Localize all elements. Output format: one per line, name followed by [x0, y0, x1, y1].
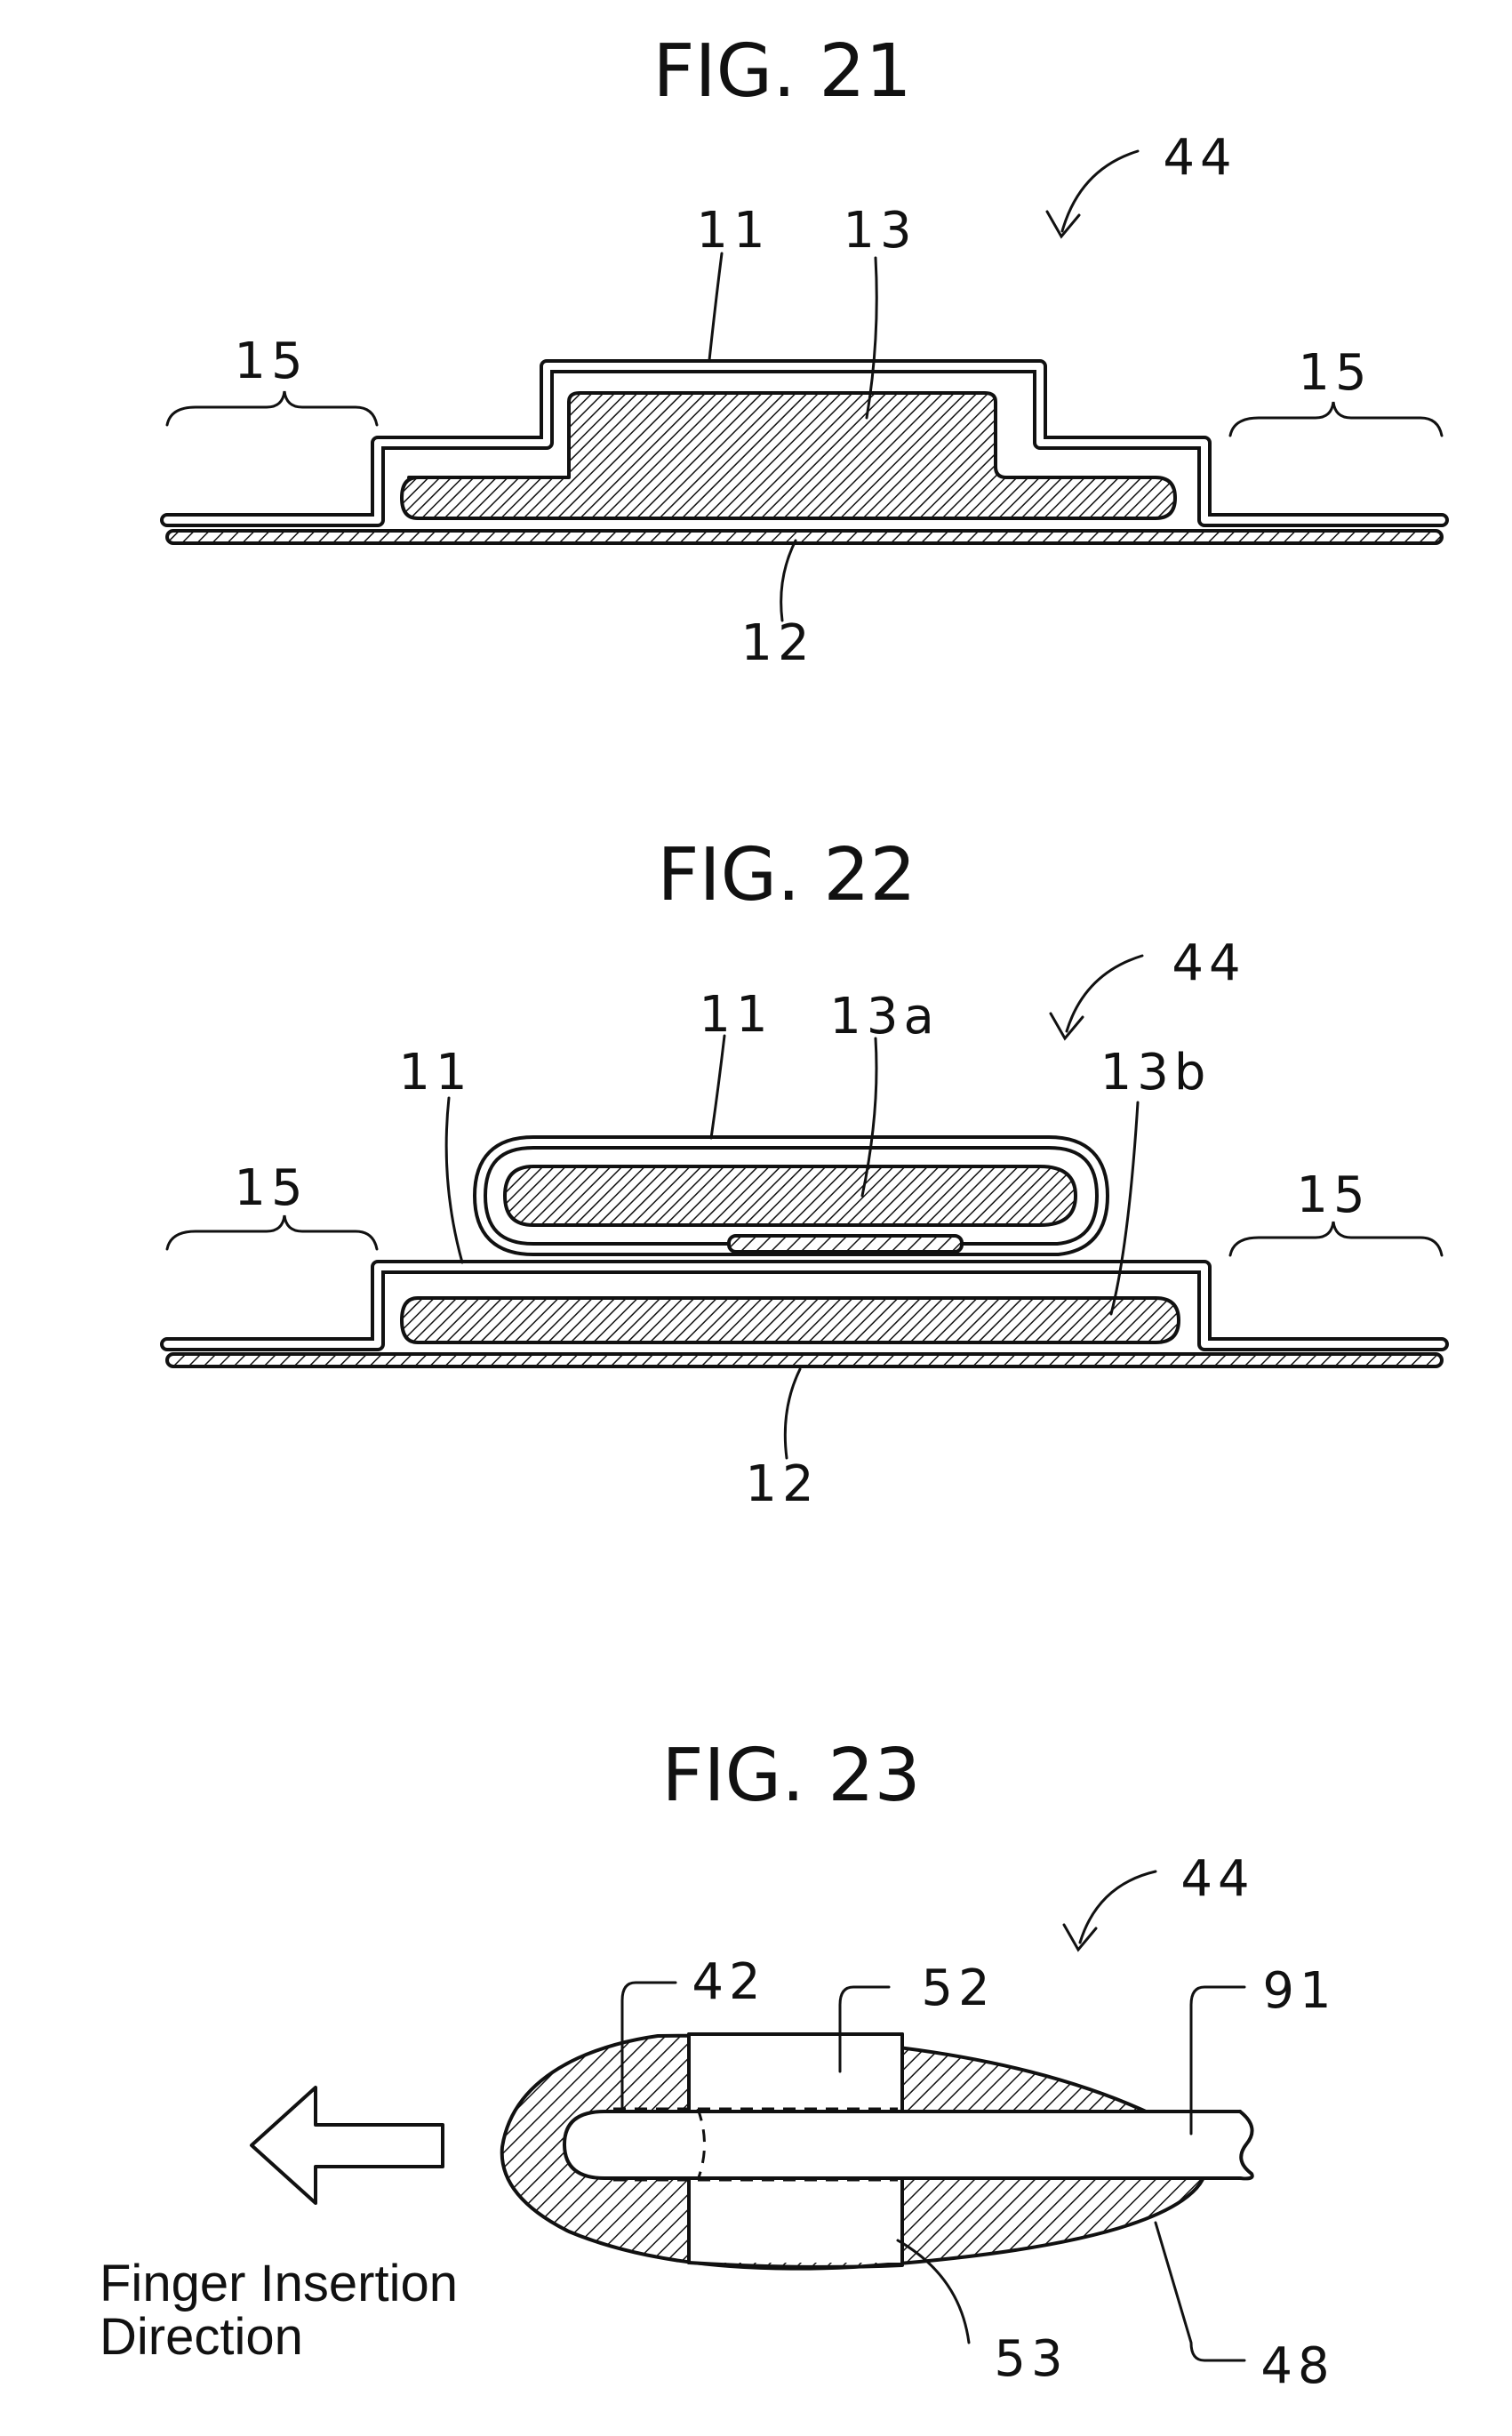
fig21-leader-12: [781, 541, 796, 621]
figure-21: FIG. 21 15 15 11 13 12 44: [167, 29, 1442, 672]
fig22-leader-11-top: [711, 1036, 724, 1138]
fig22-label-44: 44: [1172, 934, 1245, 992]
fig22-arrow-44: [1067, 956, 1142, 1031]
fig21-label-13: 13: [843, 202, 916, 260]
fig22-bracket-right: [1230, 1222, 1442, 1255]
fig21-label-11: 11: [696, 202, 770, 260]
fig22-label-11-left: 11: [398, 1044, 472, 1102]
fig22-bracket-left: [167, 1215, 377, 1249]
fig23-finger-91: [564, 2111, 1247, 2178]
fig21-absorbent-pad: [402, 393, 1175, 518]
fig21-bracket-right: [1230, 402, 1442, 436]
fig22-label-12: 12: [745, 1455, 819, 1513]
fig23-label-42: 42: [692, 1953, 765, 2011]
fig23-label-48: 48: [1260, 2337, 1334, 2395]
fig22-label-15-right: 15: [1296, 1166, 1370, 1224]
fig21-bracket-left: [167, 391, 377, 425]
fig21-label-15-left: 15: [234, 333, 308, 390]
fig23-label-53: 53: [994, 2330, 1068, 2388]
fig21-arrow-44: [1062, 151, 1138, 231]
fig21-bottom-sheet: [167, 531, 1442, 543]
fig23-label-91: 91: [1262, 1962, 1336, 2020]
fig21-label-44: 44: [1163, 129, 1236, 187]
fig23-label-52: 52: [921, 1959, 995, 2017]
fig22-label-13a: 13a: [829, 988, 940, 1046]
fig23-caption-line-1: Finger Insertion: [100, 2255, 458, 2312]
fig22-leader-11-left: [446, 1098, 462, 1262]
figure-23-title: FIG. 23: [661, 1734, 920, 1818]
fig23-arrowhead-44: [1064, 1925, 1096, 1950]
fig21-leader-11: [709, 253, 722, 360]
fig22-label-11-top: 11: [699, 986, 772, 1044]
figure-21-title: FIG. 21: [652, 29, 911, 114]
figure-23: FIG. 23 42 52 91 53 48 44 Finger Inserti…: [100, 1734, 1337, 2395]
fig21-label-15-right: 15: [1298, 344, 1372, 402]
fig22-leader-12: [785, 1369, 800, 1458]
fig22-bottom-sheet: [167, 1354, 1442, 1366]
fig23-caption-line-2: Direction: [100, 2308, 303, 2366]
fig23-direction-arrow: [252, 2087, 443, 2203]
fig22-pad-13b: [402, 1298, 1179, 1342]
fig22-label-13b: 13b: [1100, 1044, 1212, 1102]
fig23-label-44: 44: [1180, 1850, 1254, 1908]
fig22-label-15-left: 15: [234, 1159, 308, 1217]
fig21-label-12: 12: [740, 614, 814, 672]
fig22-arrowhead-44: [1051, 1014, 1083, 1038]
fig22-leader-13b: [1111, 1102, 1138, 1314]
figure-22-title: FIG. 22: [657, 833, 916, 918]
fig22-overlap-tab: [729, 1236, 962, 1252]
fig22-pad-13a: [505, 1166, 1076, 1225]
fig23-leader-48: [1156, 2223, 1244, 2360]
figure-22: FIG. 22 15 15 11 13a 11 13b 12 44: [167, 833, 1442, 1513]
